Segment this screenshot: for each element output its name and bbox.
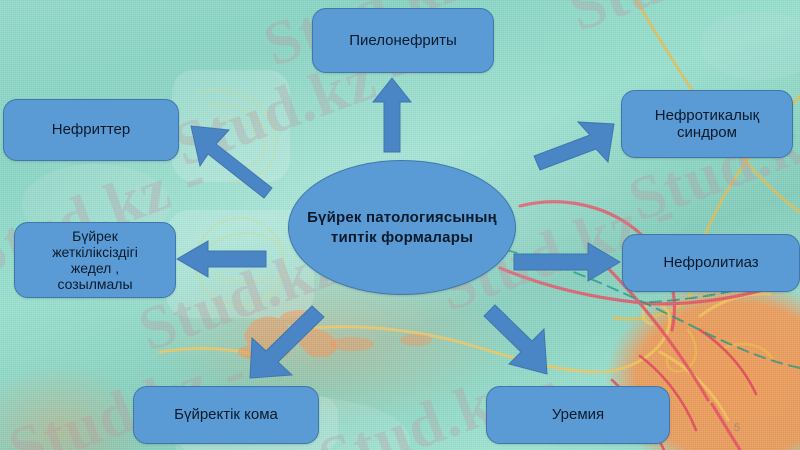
arrow-down-right	[483, 304, 548, 375]
center-node[interactable]: Бүйрек патологиясының типтік формалары	[288, 160, 516, 295]
node-nefritter[interactable]: Нефриттер	[3, 99, 179, 161]
arrow-up-right	[533, 121, 615, 171]
page-number: 5	[733, 422, 740, 434]
node-pielonefrity[interactable]: Пиелонефриты	[312, 8, 494, 73]
arrow-up-left	[190, 125, 273, 199]
arrow-right	[513, 242, 621, 282]
node-uremiya[interactable]: Уремия	[486, 386, 670, 444]
arrow-left	[176, 240, 267, 278]
arrow-down-left	[249, 305, 325, 379]
node-nefrotikalyq-syndrom[interactable]: Нефротикалық синдром	[621, 90, 793, 158]
node-buirektik-koma[interactable]: Бүйректік кома	[133, 386, 319, 444]
arrow-up	[371, 77, 413, 153]
watermark-text: Stud.kz -	[560, 0, 800, 47]
node-buirek-zhetkiliksizdigi[interactable]: Бүйрек жеткіліксіздігі жедел , созылмалы	[14, 222, 176, 298]
node-nefrolitiaz[interactable]: Нефролитиаз	[622, 234, 800, 292]
